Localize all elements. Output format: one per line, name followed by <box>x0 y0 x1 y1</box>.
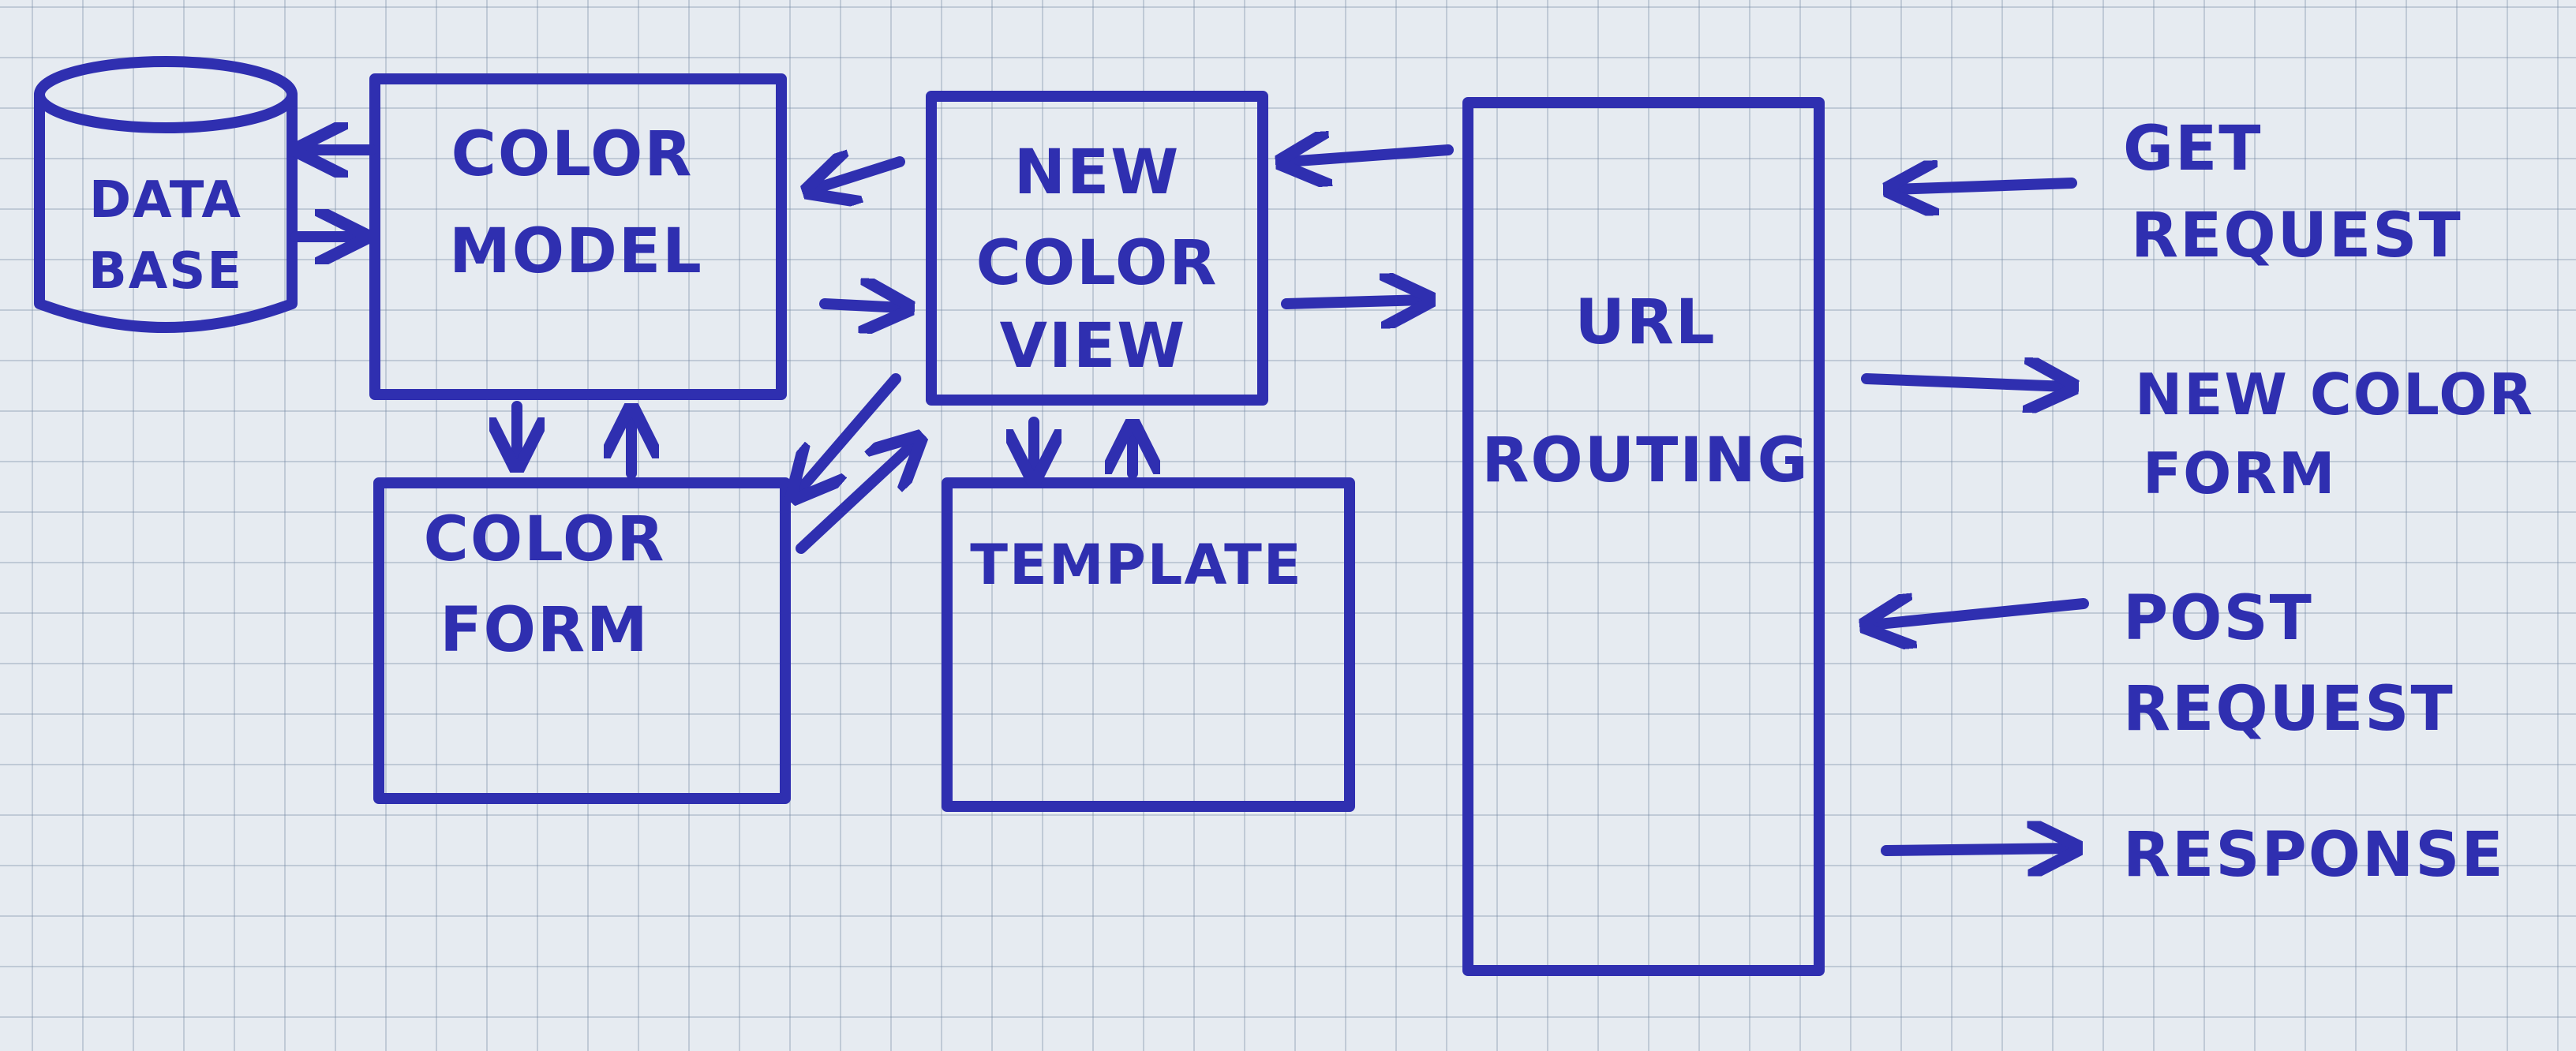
color-form-label-line1: COLOR <box>424 504 666 575</box>
database-cylinder <box>34 56 298 333</box>
post-request-label-line2: REQUEST <box>2123 674 2454 745</box>
url-routing-label-line2: ROUTING <box>1481 425 1809 496</box>
arrow-form-to-view <box>796 442 915 554</box>
arrow-view-to-form <box>797 373 901 493</box>
arrow-get-request-in <box>1894 183 2077 189</box>
url-routing-label-line1: URL <box>1574 287 1716 358</box>
template-label: TEMPLATE <box>970 533 1302 597</box>
new-color-form-label-line1: NEW COLOR <box>2135 361 2534 428</box>
new-color-view-label-line2: COLOR <box>976 228 1219 299</box>
get-request-label-line1: GET <box>2123 114 2263 185</box>
color-form-box <box>373 477 791 804</box>
database-label-line2: BASE <box>88 242 243 301</box>
arrow-response-out <box>1881 848 2072 851</box>
arrow-new-color-form-out <box>1861 379 2068 387</box>
arrow-post-request-in <box>1870 604 2089 625</box>
response-label: RESPONSE <box>2123 820 2505 891</box>
get-request-label-line2: REQUEST <box>2131 200 2462 271</box>
color-model-label-line2: MODEL <box>449 216 703 287</box>
new-color-view-label-line1: NEW <box>1014 137 1181 208</box>
post-request-label-line1: POST <box>2123 583 2313 654</box>
new-color-form-label-line2: FORM <box>2143 440 2336 507</box>
arrow-model-to-view <box>819 304 904 308</box>
arrow-view-to-routing <box>1281 300 1425 304</box>
new-color-view-label-line3: VIEW <box>1000 311 1187 382</box>
arrow-routing-to-view <box>1286 150 1454 162</box>
color-model-label-line1: COLOR <box>451 119 694 190</box>
arrow-view-to-model <box>813 162 905 189</box>
database-label-line1: DATA <box>89 171 242 230</box>
color-model-box <box>369 73 787 400</box>
template-box <box>942 477 1355 812</box>
url-routing-box <box>1462 97 1825 976</box>
color-form-label-line2: FORM <box>440 595 649 666</box>
new-color-view-box <box>926 91 1268 406</box>
